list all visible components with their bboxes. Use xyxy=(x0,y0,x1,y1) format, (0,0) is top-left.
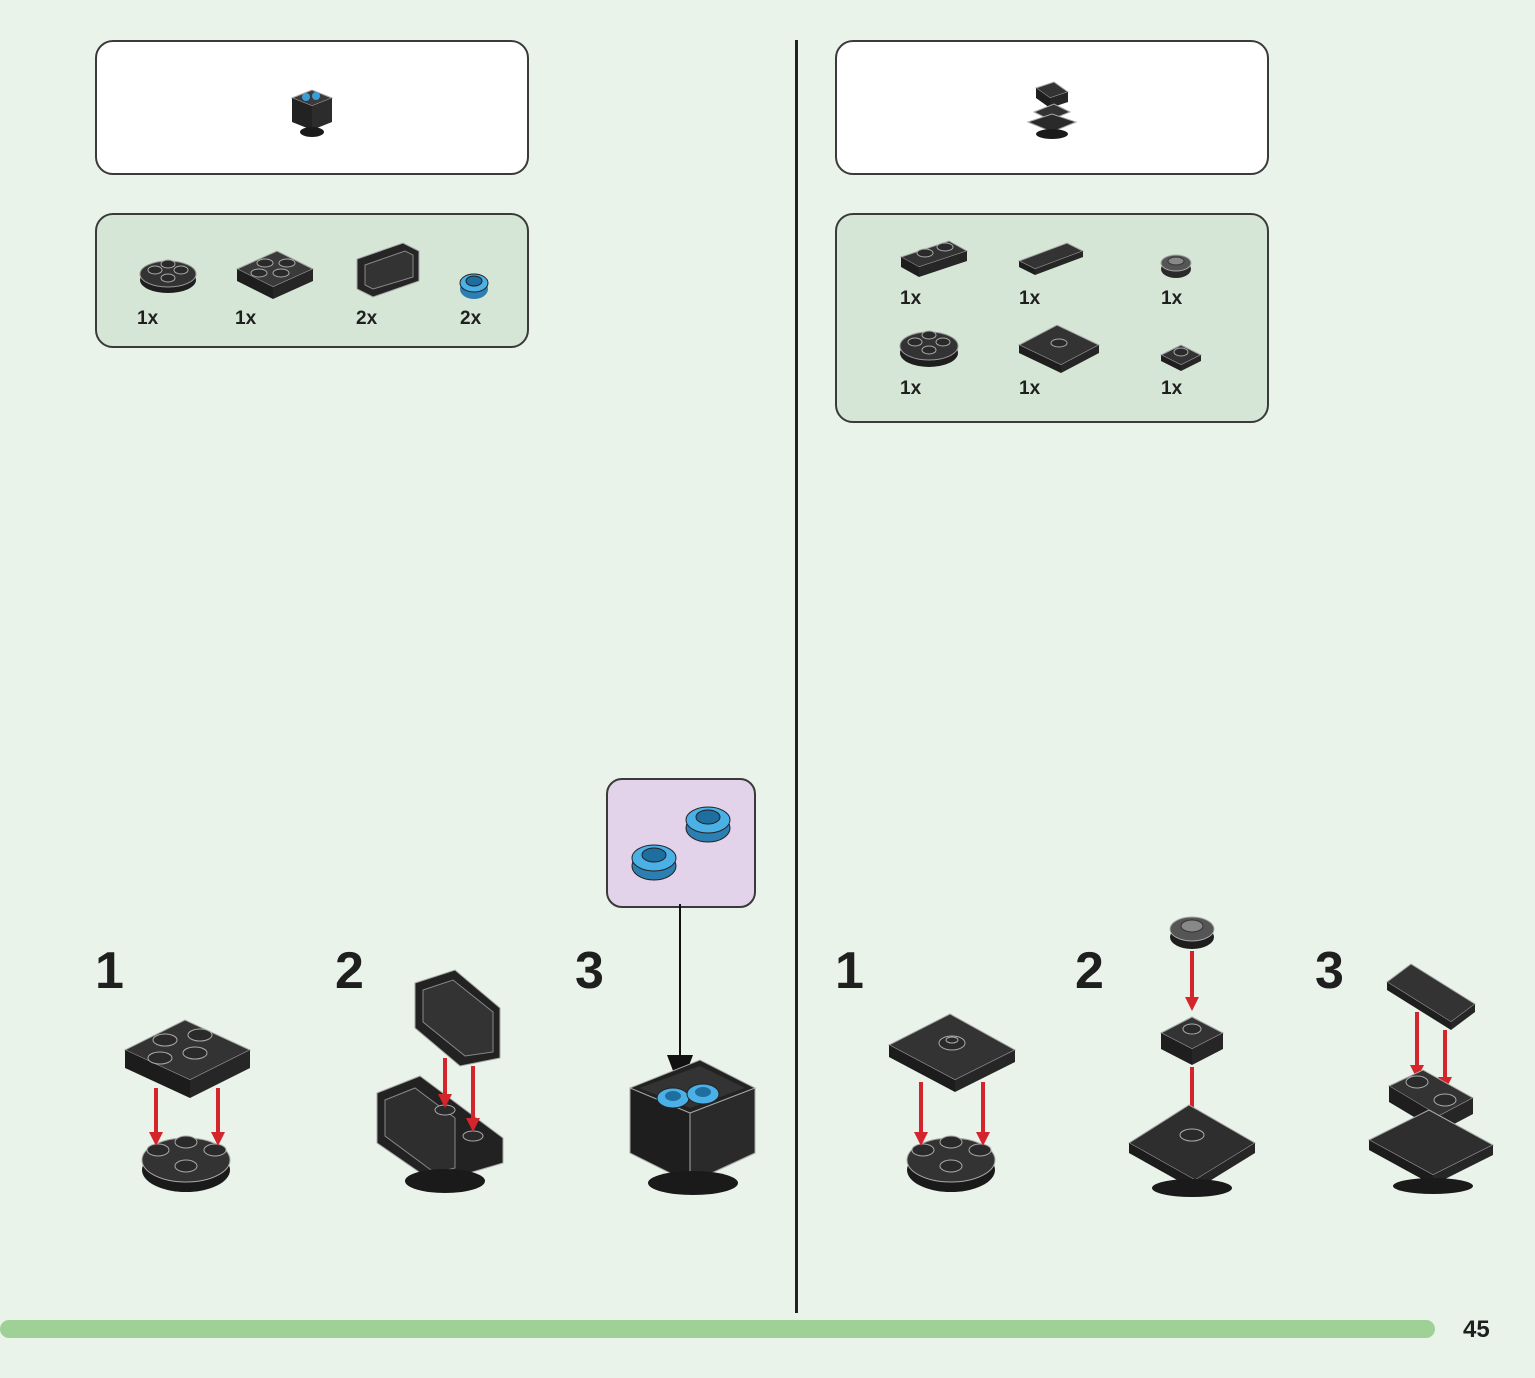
plate-2x2-icon xyxy=(235,250,315,299)
part-qty: 2x xyxy=(460,308,482,329)
right-preview-box xyxy=(835,40,1269,175)
step-number: 3 xyxy=(1315,942,1344,1000)
part-qty: 1x xyxy=(137,308,159,329)
tile-1x2-icon xyxy=(1017,242,1085,275)
step-number: 3 xyxy=(575,942,604,1000)
sub-assembly-callout xyxy=(606,778,756,908)
part-qty: 1x xyxy=(900,288,922,309)
plate-1x1-icon xyxy=(1159,344,1203,371)
part-qty: 1x xyxy=(1019,288,1041,309)
round-stud-gray-icon xyxy=(1160,254,1192,278)
round-stud-blue-icon xyxy=(459,273,489,299)
right-preview-model-icon xyxy=(1026,81,1078,139)
part-qty: 1x xyxy=(235,308,257,329)
step-1-illustration xyxy=(887,1013,1017,1192)
round-plate-2x2-icon xyxy=(139,259,197,293)
jumper-plate-2x2-icon xyxy=(1017,324,1101,373)
panel-corner-icon xyxy=(356,242,420,298)
step-3-illustration xyxy=(629,1059,756,1195)
right-parts-list: 1x 1x 1x 1x 1x 1x xyxy=(835,213,1269,423)
part-qty: 1x xyxy=(1019,378,1041,399)
step-number: 1 xyxy=(95,942,124,1000)
part-qty: 1x xyxy=(900,378,922,399)
left-preview-model-icon xyxy=(290,89,334,137)
left-preview-box xyxy=(95,40,529,175)
part-qty: 1x xyxy=(1161,378,1183,399)
step-number: 1 xyxy=(835,942,864,1000)
callout-connector-line xyxy=(679,904,681,1064)
step-2-illustration xyxy=(376,969,504,1193)
step-2-illustration xyxy=(1128,916,1256,1197)
part-qty: 1x xyxy=(1161,288,1183,309)
progress-bar xyxy=(0,1320,1435,1338)
round-stud-blue-icon xyxy=(631,844,677,881)
step-number: 2 xyxy=(1075,942,1104,1000)
step-3-illustration xyxy=(1367,963,1495,1194)
left-parts-list: 1x 1x 2x 2x xyxy=(95,213,529,348)
round-stud-blue-icon xyxy=(685,806,731,843)
page-number: 45 xyxy=(1463,1316,1490,1343)
step-1-illustration xyxy=(123,1019,252,1192)
plate-1x2-icon xyxy=(899,240,969,277)
part-qty: 2x xyxy=(356,308,378,329)
round-plate-2x2-icon xyxy=(899,330,959,367)
page-divider xyxy=(795,40,798,1313)
step-number: 2 xyxy=(335,942,364,1000)
